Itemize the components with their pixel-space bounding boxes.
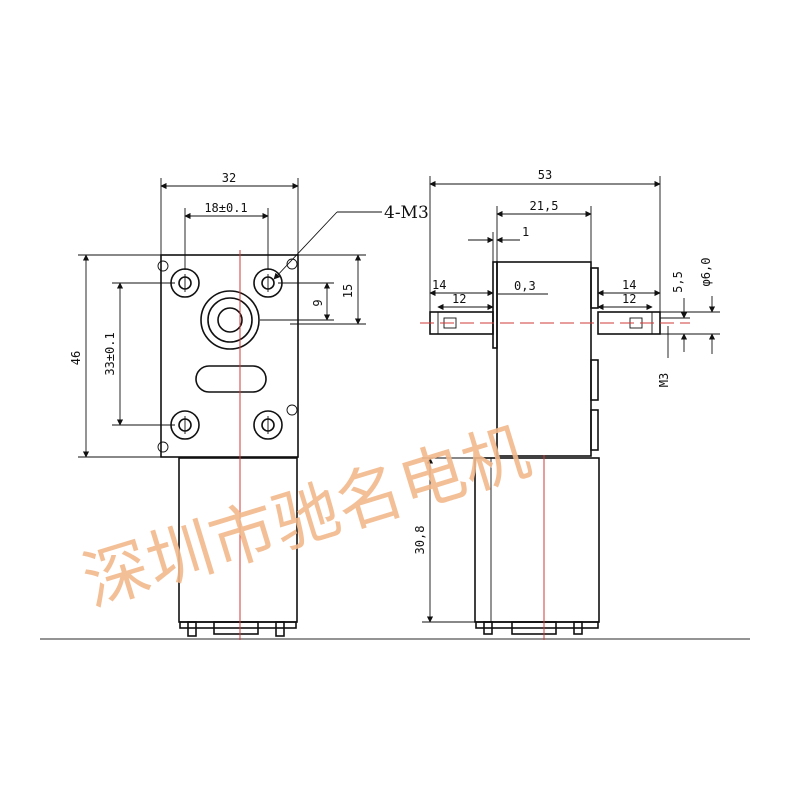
dim-offset-a: 9 bbox=[260, 282, 334, 321]
dim-gap-label: 0,3 bbox=[514, 279, 536, 293]
dim-right-shaft-inner-label: 12 bbox=[622, 292, 636, 306]
mount-hole-tr bbox=[253, 268, 283, 298]
dim-overall-length-label: 53 bbox=[538, 168, 552, 182]
dim-body-length: 21,5 bbox=[496, 199, 592, 262]
terminal-right bbox=[275, 621, 285, 637]
vent-slot bbox=[195, 365, 267, 393]
dim-flange-label: 1 bbox=[522, 225, 529, 239]
side-cap-3 bbox=[590, 409, 599, 451]
front-view: 32 18±0.1 4-M3 46 33±0.1 bbox=[69, 171, 429, 640]
mount-hole-tl bbox=[170, 268, 200, 298]
terminal-left bbox=[187, 621, 197, 637]
dim-flange: 1 bbox=[468, 225, 529, 262]
side-cap-1 bbox=[590, 267, 599, 309]
dim-height: 46 bbox=[69, 254, 161, 458]
watermark-text: 深圳市驰名电机 bbox=[74, 413, 538, 622]
dim-left-shaft-inner-label: 12 bbox=[452, 292, 466, 306]
dim-hole-spacing-x-label: 18±0.1 bbox=[204, 201, 247, 215]
mount-hole-bl bbox=[170, 410, 200, 440]
motor-base bbox=[179, 621, 297, 629]
side-terminal-left bbox=[483, 621, 493, 635]
terminal-center bbox=[213, 621, 259, 635]
mount-hole-br bbox=[253, 410, 283, 440]
corner-screw-tr bbox=[286, 258, 298, 270]
dim-shaft-diameter-label: φ6,0 bbox=[699, 258, 713, 287]
dim-width: 32 bbox=[160, 171, 299, 255]
dim-left-shaft: 14 12 bbox=[429, 278, 494, 311]
dim-right-shaft-outer-label: 14 bbox=[622, 278, 636, 292]
dim-offset-b-label: 15 bbox=[341, 284, 355, 298]
side-flange bbox=[492, 261, 498, 349]
dim-motor-length-label: 30,8 bbox=[413, 526, 427, 555]
side-view: 53 21,5 1 0,3 14 12 bbox=[413, 168, 720, 640]
dim-shaft-right-side: 5,5 φ6,0 M3 bbox=[657, 258, 720, 387]
dim-left-shaft-outer-label: 14 bbox=[432, 278, 446, 292]
callout-4m3: 4-M3 bbox=[273, 203, 429, 280]
dim-overall-length: 53 bbox=[429, 168, 661, 312]
dim-offset-a-label: 9 bbox=[311, 299, 325, 306]
dim-hole-spacing-y-label: 33±0.1 bbox=[103, 332, 117, 375]
dim-flat-label: 5,5 bbox=[671, 271, 685, 293]
output-shaft-boss bbox=[200, 290, 260, 350]
callout-4m3-label: 4-M3 bbox=[384, 203, 429, 223]
side-cap-2 bbox=[590, 359, 599, 401]
dim-right-shaft: 14 12 bbox=[597, 278, 661, 311]
corner-screw-bl bbox=[157, 441, 169, 453]
corner-screw-tl bbox=[157, 260, 169, 272]
dim-hole-spacing-y: 33±0.1 bbox=[103, 282, 175, 426]
corner-screw-br bbox=[286, 404, 298, 416]
dim-motor-length: 30,8 bbox=[413, 457, 475, 623]
dim-offset-b: 15 bbox=[290, 254, 366, 325]
dim-gap: 0,3 bbox=[498, 279, 548, 295]
dim-width-label: 32 bbox=[222, 171, 236, 185]
side-terminal-right bbox=[573, 621, 583, 635]
side-motor-base bbox=[475, 621, 599, 629]
dim-thread-label: M3 bbox=[657, 373, 671, 387]
gearbox-plate bbox=[160, 254, 299, 458]
dim-body-length-label: 21,5 bbox=[530, 199, 559, 213]
side-terminal-center bbox=[511, 621, 557, 635]
dim-height-label: 46 bbox=[69, 351, 83, 365]
dim-hole-spacing-x: 18±0.1 bbox=[184, 201, 269, 270]
